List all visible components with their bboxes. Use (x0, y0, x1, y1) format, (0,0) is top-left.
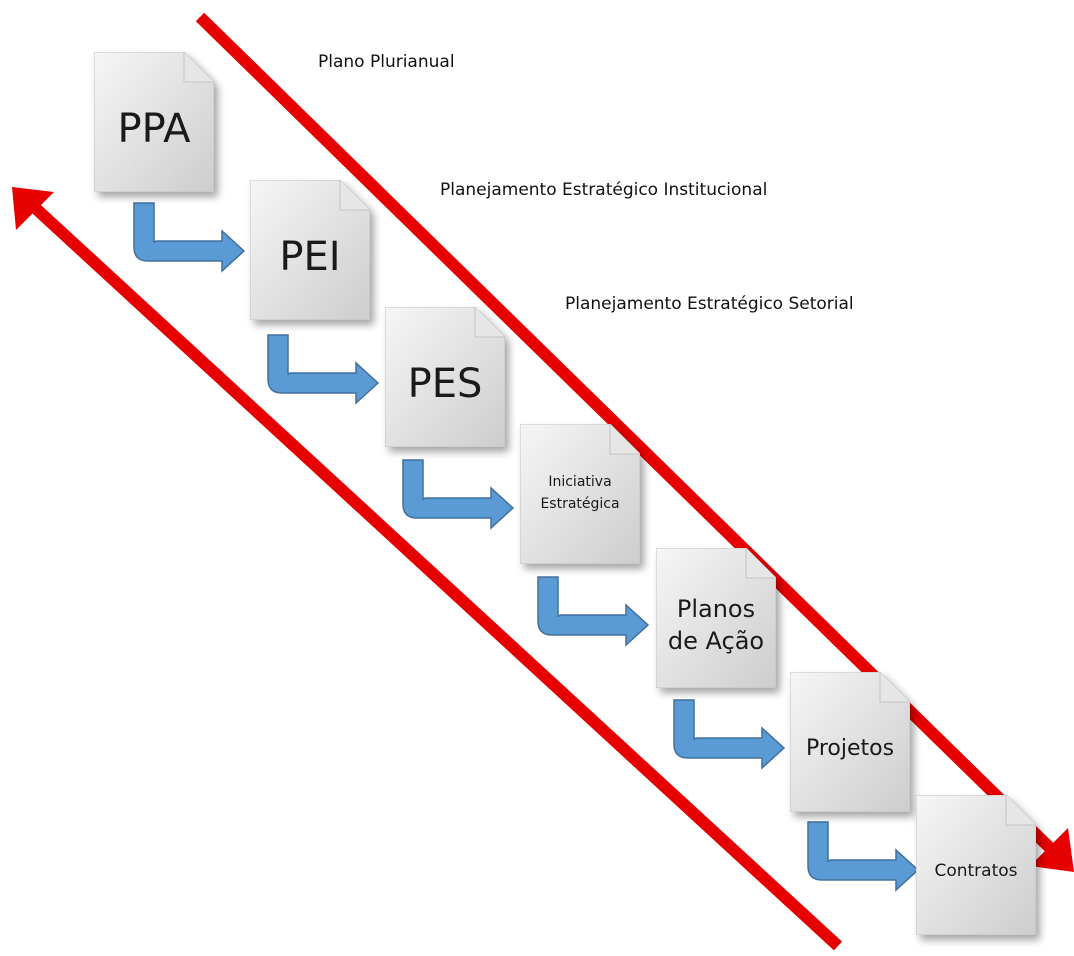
flow-arrow-4 (537, 576, 650, 647)
document-ppa: PPA (94, 52, 214, 192)
document-icon (385, 307, 505, 447)
document-icon (656, 548, 776, 688)
document-label: Iniciativa Estratégica (540, 474, 620, 512)
flow-arrow-1 (133, 202, 246, 273)
level-name-pei: Planejamento Estratégico Institucional (440, 180, 768, 200)
downward-red-arrow (195, 12, 1074, 872)
document-pei: PEI (250, 180, 370, 320)
document-label: Contratos (934, 861, 1018, 882)
document-pes: PES (385, 307, 505, 447)
document-label: PEI (279, 234, 341, 280)
document-label: PES (407, 361, 483, 407)
document-icon (250, 180, 370, 320)
flow-arrow-5 (673, 699, 786, 770)
document-icon (916, 795, 1036, 935)
level-name-pes: Planejamento Estratégico Setorial (565, 294, 854, 314)
document-icon (94, 52, 214, 192)
document-planos-de-acao: Planos de Ação (656, 548, 776, 688)
document-label: Projetos (805, 736, 895, 762)
document-projetos: Projetos (790, 672, 910, 812)
flow-arrow-2 (267, 334, 380, 405)
flow-arrow-6 (807, 821, 920, 892)
level-name-ppa: Plano Plurianual (318, 52, 455, 72)
document-icon (520, 424, 640, 564)
document-label: PPA (117, 106, 191, 152)
upward-red-arrow (12, 187, 843, 951)
document-iniciativa-estrategica: Iniciativa Estratégica (520, 424, 640, 564)
document-icon (790, 672, 910, 812)
flow-arrow-3 (402, 459, 515, 530)
document-contratos: Contratos (916, 795, 1036, 935)
document-label: Planos de Ação (667, 594, 765, 655)
